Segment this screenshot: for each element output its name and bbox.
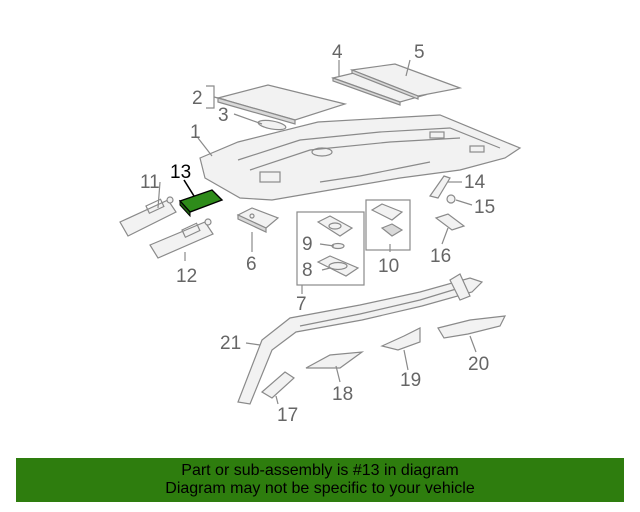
label-3: 3 — [218, 105, 229, 126]
part-13-highlighted — [178, 189, 224, 218]
label-1: 1 — [190, 122, 201, 143]
label-16: 16 — [430, 246, 451, 267]
part-11-sun-visor — [119, 196, 177, 237]
label-17: 17 — [277, 405, 298, 426]
part-6-bracket — [236, 207, 280, 233]
leader-lines — [157, 59, 477, 405]
label-13: 13 — [170, 162, 191, 183]
part-1-headliner — [199, 114, 522, 201]
label-5: 5 — [414, 42, 425, 63]
part-17-bracket — [260, 371, 295, 399]
part-20-trim — [437, 315, 507, 339]
label-15: 15 — [474, 197, 495, 218]
label-7: 7 — [296, 294, 307, 315]
banner-line-2: Diagram may not be specific to your vehi… — [165, 480, 475, 497]
label-20: 20 — [468, 354, 489, 375]
label-4: 4 — [332, 42, 343, 63]
label-6: 6 — [246, 254, 257, 275]
part-16-hook — [434, 213, 466, 231]
label-21: 21 — [220, 333, 241, 354]
label-2: 2 — [192, 88, 203, 109]
info-banner: Part or sub-assembly is #13 in diagram D… — [16, 458, 624, 502]
label-9: 9 — [302, 234, 313, 255]
part-2-pad — [215, 84, 348, 125]
part-18-bracket — [305, 351, 365, 369]
part-12-sun-visor — [149, 218, 214, 259]
banner-line-1: Part or sub-assembly is #13 in diagram — [181, 462, 459, 479]
label-18: 18 — [332, 384, 353, 405]
part-21-curtain-airbag — [237, 273, 484, 405]
part-5-panel — [349, 63, 463, 100]
label-12: 12 — [176, 266, 197, 287]
part-15-clip — [446, 194, 456, 204]
part-14-handle — [429, 175, 451, 199]
label-10: 10 — [378, 256, 399, 277]
part-7-group — [296, 211, 365, 286]
part-19-bracket — [380, 327, 421, 351]
label-19: 19 — [400, 370, 421, 391]
label-11: 11 — [140, 172, 160, 193]
label-8: 8 — [302, 260, 313, 281]
part-4-strip — [330, 71, 428, 106]
callout-labels: 4 5 2 3 1 13 11 12 6 9 8 7 10 14 15 16 2… — [140, 42, 495, 426]
part-10-group — [365, 199, 411, 251]
label-14: 14 — [464, 172, 486, 193]
parts-diagram: 4 5 2 3 1 13 11 12 6 9 8 7 10 14 15 16 2… — [119, 42, 522, 426]
